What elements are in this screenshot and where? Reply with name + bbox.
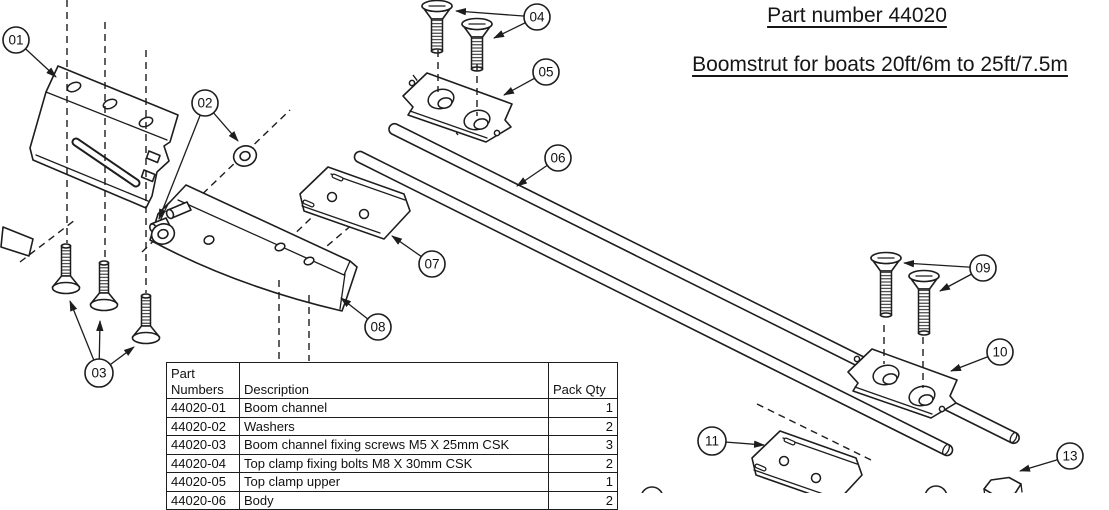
callout-balloon [969,254,997,282]
strut-tube-rear [353,150,954,457]
callout-label: 04 [529,10,545,25]
callout-balloon [532,58,560,86]
callout-label: 02 [197,96,212,111]
header-pack-qty: Pack Qty [548,362,618,399]
callout-balloon [523,3,551,31]
description-cell: Washers [239,416,549,436]
callout-label: 08 [370,320,385,335]
pack-qty-cell: 3 [548,435,618,455]
table-header-row: Part Numbers Description Pack Qty [166,362,618,399]
callout-arrow [158,102,206,220]
callout-label: 09 [975,261,990,276]
pack-qty-cell: 2 [548,453,618,473]
description-cell: Boom channel [239,398,549,418]
callout-balloon [84,358,114,388]
part-number-cell: 44020-03 [166,435,240,455]
callout-label: 03 [91,366,106,381]
callout-label: 05 [538,65,553,80]
part-number-cell: 44020-02 [166,416,240,436]
pack-qty-cell: 2 [548,490,618,510]
callout-balloon [986,338,1014,366]
callout-label: 01 [8,33,23,48]
callout-label: 13 [1062,449,1077,464]
callout-label: 07 [424,257,439,272]
callout-balloon [697,426,727,456]
pack-qty-cell: 1 [548,398,618,418]
callout-balloon [544,144,572,172]
washer-upper [230,142,260,170]
callout-balloon [924,485,948,493]
pack-qty-cell: 1 [548,472,618,492]
top-clamp-upper-left [402,72,513,143]
channel-screw-3 [131,293,161,345]
pack-qty-cell: 2 [548,416,618,436]
callout-balloon [418,250,446,278]
callout-balloon [641,486,663,493]
description-cell: Body [239,490,549,510]
clamp-bolt-left-2 [461,17,493,72]
callout-balloon [191,89,219,117]
part-number-cell: 44020-04 [166,453,240,473]
nut [983,476,1023,493]
header-part-numbers: Part Numbers [166,362,240,399]
clamp-bolt-left-1 [421,0,453,54]
channel-screw-1 [51,243,81,295]
channel-screw-2 [89,260,119,312]
top-clamp-lower-right [752,431,862,493]
part-number-title: Part number 44020 [767,4,947,27]
part-number-cell: 44020-05 [166,472,240,492]
description-cell: Top clamp upper [239,472,549,492]
header-description: Description [239,362,549,399]
callout-balloon [2,26,30,54]
callout-balloon [1056,442,1084,470]
product-title: Boomstrut for boats 20ft/6m to 25ft/7.5m [692,53,1068,76]
clamp-bolt-right-2 [908,269,940,336]
clamp-bolt-right-1 [870,251,902,318]
part-number-cell: 44020-06 [166,490,240,510]
parts-table: Part Numbers Description Pack Qty 44020-… [166,362,618,510]
callout-label: 06 [550,151,565,166]
callout-label: 11 [705,434,719,449]
exploded-parts-diagram-page: { "titles": { "part_number": "Part numbe… [0,0,1084,510]
assembly-axis-dashed-lines-front [66,0,924,388]
description-cell: Top clamp fixing bolts M8 X 30mm CSK [239,453,549,473]
callout-balloon [364,313,392,341]
part-number-cell: 44020-01 [166,398,240,418]
description-cell: Boom channel fixing screws M5 X 25mm CSK [239,435,549,455]
callout-label: 10 [992,345,1007,360]
